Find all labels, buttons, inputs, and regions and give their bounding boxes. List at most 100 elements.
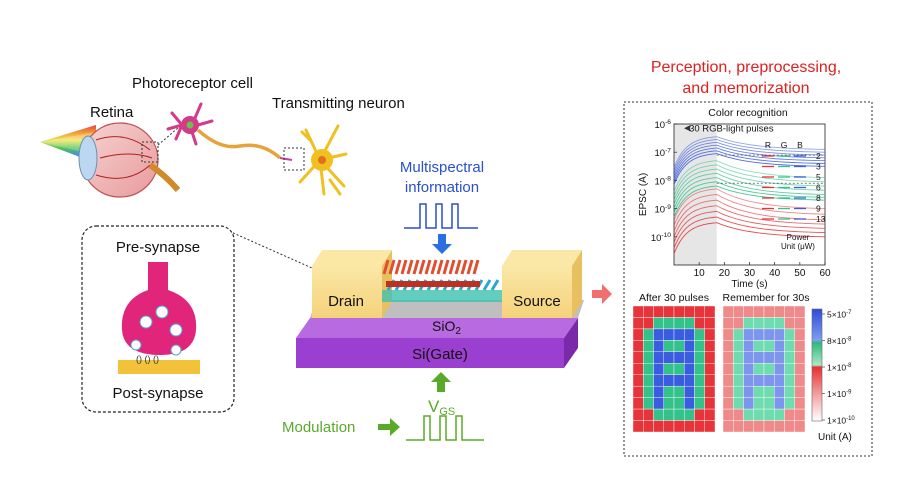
after-cell-10-5 bbox=[684, 420, 695, 433]
series-line-green-7 bbox=[673, 185, 826, 218]
remember-cell-3-2 bbox=[743, 340, 754, 353]
after-cell-3-1 bbox=[643, 340, 654, 353]
remember-cell-7-3 bbox=[753, 385, 765, 398]
after-cell-8-0 bbox=[632, 397, 644, 410]
remember-cell-0-7 bbox=[794, 305, 806, 318]
after-cell-6-6 bbox=[694, 374, 705, 387]
series-line-blue-1 bbox=[673, 136, 826, 168]
legend-value-8: 8 bbox=[816, 193, 821, 203]
remember-cell-6-2 bbox=[743, 374, 754, 387]
remember-cell-8-2 bbox=[743, 397, 754, 410]
input-pulse-train bbox=[404, 203, 478, 229]
remember-cell-4-4 bbox=[763, 351, 775, 364]
source-label: Source bbox=[513, 293, 561, 310]
after-cell-1-5 bbox=[684, 317, 695, 330]
after-cell-3-4 bbox=[673, 340, 685, 353]
series-line-green-4 bbox=[673, 172, 826, 205]
remember-cell-5-5 bbox=[774, 363, 785, 375]
x-tick-label-30: 30 bbox=[744, 268, 756, 279]
remember-cell-5-3 bbox=[753, 363, 765, 375]
x-axis-label: Time (s) bbox=[731, 279, 767, 290]
after-cell-6-5 bbox=[684, 374, 695, 387]
remember-cell-2-4 bbox=[763, 328, 775, 341]
annotation-label: 30 RGB-light pulses bbox=[689, 124, 774, 135]
x-tick-label-20: 20 bbox=[719, 268, 731, 279]
after-cell-0-0 bbox=[632, 305, 644, 318]
after-cell-10-2 bbox=[653, 420, 664, 433]
oxide-label: SiO2 bbox=[432, 318, 461, 337]
eye-illustration bbox=[40, 122, 181, 198]
transmitting-neuron-label: Transmitting neuron bbox=[272, 95, 405, 112]
series-line-green-6 bbox=[673, 181, 826, 214]
legend-header-B: B bbox=[797, 140, 803, 150]
after-cell-7-6 bbox=[694, 385, 705, 398]
y-tick-label-3: 10-9 bbox=[655, 204, 672, 216]
after-cell-0-4 bbox=[673, 305, 685, 318]
after-cell-2-1 bbox=[643, 328, 654, 341]
remember-cell-0-0 bbox=[722, 305, 734, 318]
gate-arrow bbox=[431, 372, 451, 392]
remember-cell-0-6 bbox=[784, 305, 795, 318]
photoreceptor-label: Photoreceptor cell bbox=[132, 75, 253, 92]
after-cell-3-7 bbox=[704, 340, 716, 353]
after-cell-0-3 bbox=[663, 305, 675, 318]
colorbar-ticks: 5×10-78×10-81×10-81×10-91×10-10 bbox=[822, 310, 855, 426]
panel-heading-line2: and memorization bbox=[682, 80, 809, 97]
series-line-red-4 bbox=[673, 205, 826, 237]
after-cell-6-7 bbox=[704, 374, 716, 387]
remember-cell-7-7 bbox=[794, 385, 806, 398]
series-line-blue-2 bbox=[673, 139, 826, 171]
after-cell-3-5 bbox=[684, 340, 695, 353]
remember-cell-5-4 bbox=[763, 363, 775, 375]
after-cell-5-0 bbox=[632, 363, 644, 375]
series-line-red-6 bbox=[673, 216, 826, 249]
after-cell-0-6 bbox=[694, 305, 705, 318]
after-cell-9-1 bbox=[643, 408, 654, 421]
remember-cell-6-0 bbox=[722, 374, 734, 387]
after-cell-9-6 bbox=[694, 408, 705, 421]
y-tick-label-2: 10-8 bbox=[655, 176, 672, 188]
after-cell-7-2 bbox=[653, 385, 664, 398]
remember-cell-5-7 bbox=[794, 363, 806, 375]
remember-cell-9-5 bbox=[774, 408, 785, 421]
legend-value-6: 6 bbox=[816, 183, 821, 193]
after-cell-7-7 bbox=[704, 385, 716, 398]
series-line-red-5 bbox=[673, 210, 826, 243]
series-line-green-3 bbox=[673, 168, 826, 201]
series-line-blue-7 bbox=[673, 153, 826, 185]
transistor-device bbox=[296, 250, 584, 368]
legend-header-G: G bbox=[781, 140, 788, 150]
remember-cell-5-2 bbox=[743, 363, 754, 375]
remember-cell-0-1 bbox=[733, 305, 744, 318]
svg-text:() () (): () () () bbox=[136, 354, 159, 364]
series-line-red-7 bbox=[673, 222, 826, 254]
after-cell-9-5 bbox=[684, 408, 695, 421]
colorbar-tick-0: 5×10-7 bbox=[827, 310, 851, 320]
remember-cell-2-2 bbox=[743, 328, 754, 341]
modulation-pulse-train bbox=[406, 415, 484, 441]
series-line-green-2 bbox=[673, 164, 826, 197]
series-line-red-2 bbox=[673, 194, 826, 226]
remember-cell-6-7 bbox=[794, 374, 806, 387]
heatmap-remember bbox=[722, 305, 806, 433]
remember-cell-7-5 bbox=[774, 385, 785, 398]
remember-cell-1-6 bbox=[784, 317, 795, 330]
after-cell-2-6 bbox=[694, 328, 705, 341]
remember-cell-4-2 bbox=[743, 351, 754, 364]
after-cell-10-6 bbox=[694, 420, 705, 433]
transmitting-neuron-icon bbox=[279, 124, 348, 196]
after-cell-10-4 bbox=[673, 420, 685, 433]
remember-cell-10-5 bbox=[774, 420, 785, 433]
post-synapse-label: Post-synapse bbox=[113, 385, 204, 402]
after-cell-8-5 bbox=[684, 397, 695, 410]
remember-cell-9-4 bbox=[763, 408, 775, 421]
input-label-line1: Multispectral bbox=[400, 159, 484, 176]
after-cell-1-4 bbox=[673, 317, 685, 330]
remember-cell-9-0 bbox=[722, 408, 734, 421]
after-cell-4-1 bbox=[643, 351, 654, 364]
after-cell-4-7 bbox=[704, 351, 716, 364]
colorbar-tick-1: 8×10-8 bbox=[827, 336, 852, 346]
remember-cell-4-0 bbox=[722, 351, 734, 364]
x-tick-label-50: 50 bbox=[794, 268, 806, 279]
remember-cell-3-0 bbox=[722, 340, 734, 353]
